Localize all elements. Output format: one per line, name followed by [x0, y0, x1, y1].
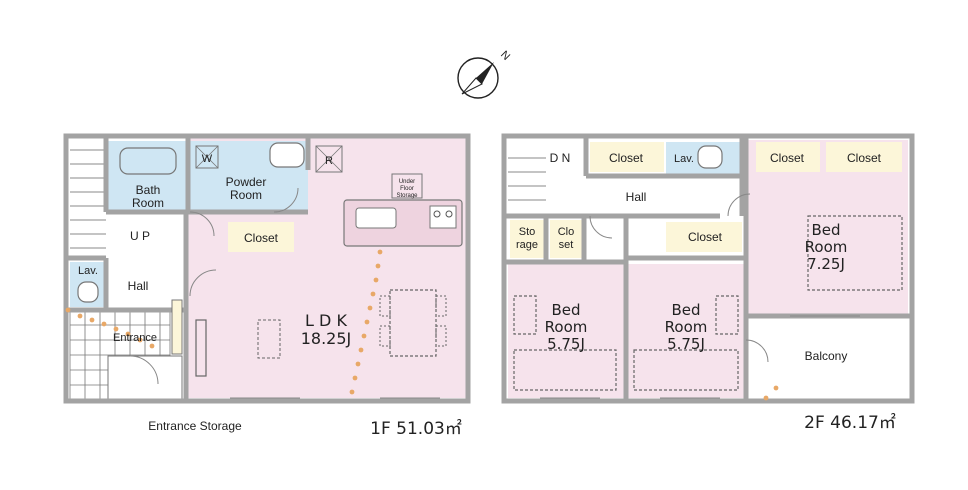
closet2c-floor	[826, 142, 902, 172]
underfloor-label-2: Floor	[400, 186, 414, 192]
powder-label-2: Room	[230, 188, 262, 202]
closet-2a-label: Closet	[609, 151, 644, 165]
dn-label: D N	[550, 151, 571, 165]
bathtub	[119, 147, 177, 175]
hall1-label: Hall	[128, 279, 149, 293]
bed2-label-2: Room	[665, 318, 708, 336]
lav2-label: Lav.	[674, 153, 694, 165]
flow-dots-1f	[65, 249, 383, 395]
closet-small-label-1: Clo	[558, 226, 575, 238]
bed1-size: 5.75J	[547, 335, 585, 353]
bed1-floor	[508, 264, 624, 398]
closet2a-floor	[590, 142, 664, 172]
floor1-area: 1F 51.03㎡	[370, 419, 462, 439]
closet-1f-label: Closet	[244, 231, 279, 245]
compass-north-label: N	[498, 49, 512, 63]
stairs-1f	[70, 149, 106, 249]
powder-label: Powder	[226, 175, 267, 189]
dining-table	[389, 289, 437, 357]
balcony-label: Balcony	[805, 349, 848, 363]
storage-label-2: rage	[516, 239, 538, 251]
bed3-label-1: Bed	[811, 221, 840, 239]
closet1-floor	[228, 222, 294, 252]
coffee-table	[257, 319, 281, 359]
entrance-storage	[107, 355, 183, 403]
beds-2f	[513, 215, 903, 391]
compass-icon: N	[457, 49, 512, 99]
doors-1f	[129, 187, 299, 385]
floor2-area: 2F 46.17㎡	[804, 413, 896, 433]
entrance-storage-label: Entrance Storage	[148, 419, 242, 433]
bed1-label-1: Bed	[551, 301, 580, 319]
bed2-size: 5.75J	[667, 335, 705, 353]
doors-2f	[589, 193, 769, 363]
stove	[429, 205, 457, 229]
lav1-toilet	[77, 281, 99, 303]
closet-small-floor	[550, 220, 584, 258]
underfloor-storage-box	[391, 173, 423, 199]
washer-box	[195, 145, 219, 169]
ldk-label: L D K	[305, 311, 347, 330]
windows-2f	[540, 315, 860, 399]
bed3-label-2: Room	[805, 238, 848, 256]
fridge-mark: R	[325, 155, 333, 167]
storage-label-1: Sto	[519, 226, 536, 238]
washer-mark: W	[202, 153, 213, 165]
closet-2b-label: Closet	[770, 151, 805, 165]
underfloor-label-1: Under	[399, 179, 415, 185]
bed2-floor	[628, 264, 744, 398]
closet2d-floor	[666, 222, 742, 252]
tv-board	[195, 319, 207, 377]
closet-2c-label: Closet	[847, 151, 882, 165]
closet-small-label-2: set	[559, 239, 574, 251]
floor-1: Bath Room Powder Room W R Closet U P Lav…	[63, 133, 471, 439]
closet2b-floor	[756, 142, 820, 172]
hall2-label: Hall	[626, 190, 647, 204]
lav2-toilet	[697, 145, 723, 169]
underfloor-label-3: Storage	[396, 193, 418, 199]
fridge-box	[315, 145, 343, 173]
bath-label-2: Room	[132, 196, 164, 210]
bed1-label-2: Room	[545, 318, 588, 336]
lav1-label: Lav.	[78, 265, 98, 277]
bed3-size: 7.25J	[807, 255, 845, 273]
kitchen-sink	[355, 207, 397, 229]
shoe-cabinet	[171, 299, 183, 355]
powder-sink	[269, 142, 305, 168]
entrance-label: Entrance	[113, 332, 157, 344]
bath-label: Bath	[136, 183, 161, 197]
floor-2: D N Closet Lav. Closet Closet Hall Close…	[501, 133, 915, 433]
storage-floor	[510, 220, 544, 258]
ldk-size: 18.25J	[301, 329, 352, 348]
flow-dots-2f	[763, 385, 779, 401]
bed2-label-1: Bed	[671, 301, 700, 319]
closet-2d-label: Closet	[688, 230, 723, 244]
up-label: U P	[130, 229, 150, 243]
